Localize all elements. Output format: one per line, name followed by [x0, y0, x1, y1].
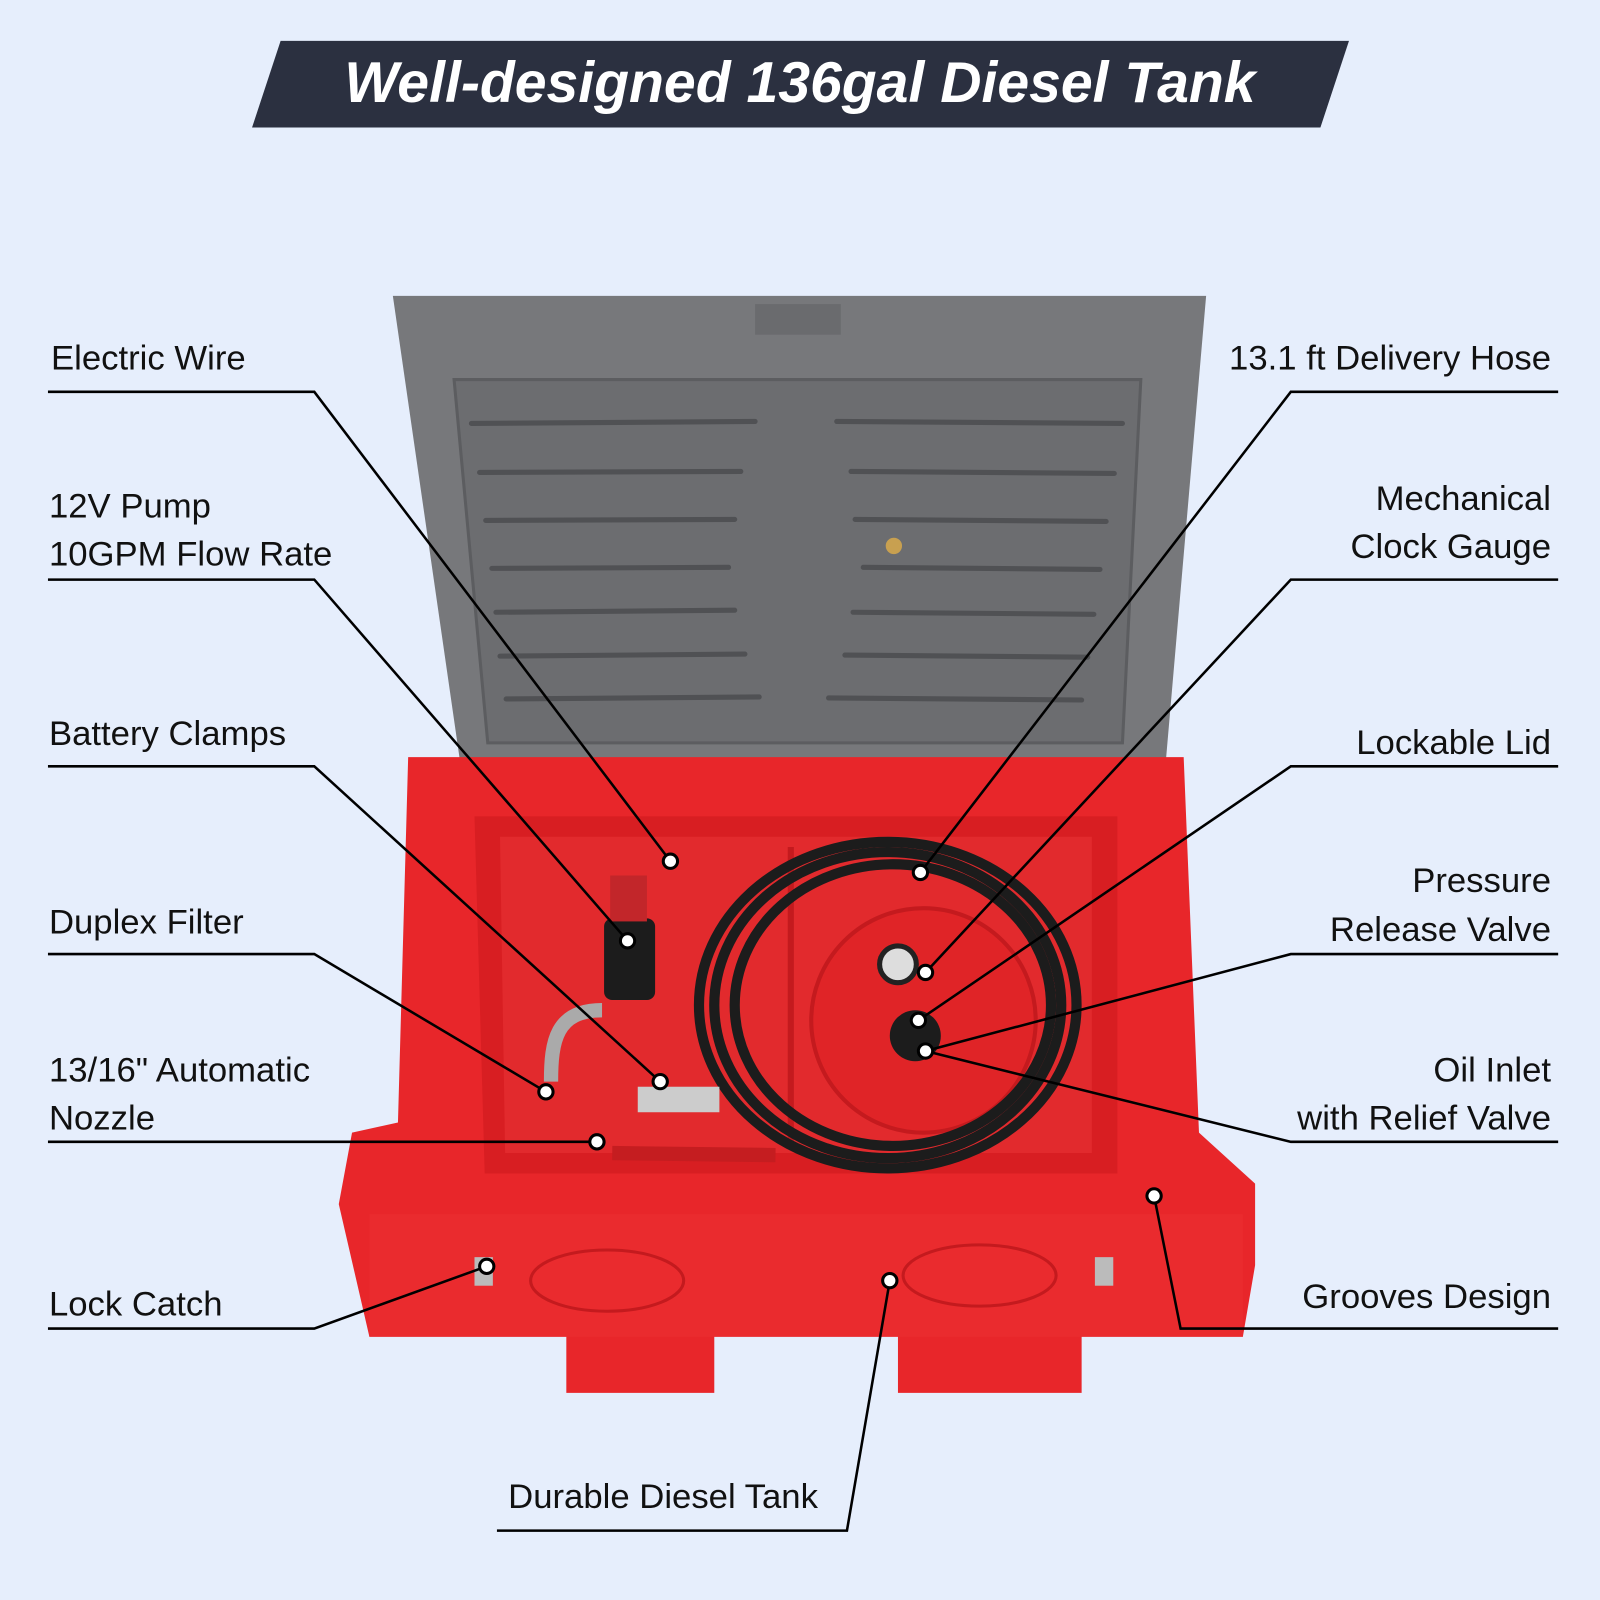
title-banner [252, 40, 1349, 128]
tank-lid [392, 295, 1207, 791]
page-title: Well-designed 136gal Diesel Tank [344, 51, 1258, 115]
label-oil-inlet: Oil Inlet [1433, 1052, 1551, 1090]
label-durable-tank: Durable Diesel Tank [508, 1478, 818, 1516]
label-pressure-valve-line2: Release Valve [1330, 911, 1551, 949]
label-lock-catch: Lock Catch [49, 1285, 223, 1323]
callout-lines [47, 390, 1559, 1532]
hose-coil [612, 836, 1082, 1174]
label-clock-gauge-line2: Clock Gauge [1350, 528, 1551, 566]
label-nozzle-line2: Nozzle [49, 1100, 155, 1138]
label-nozzle: 13/16" Automatic [49, 1052, 310, 1090]
label-12v-pump: 12V Pump [49, 487, 211, 525]
tank-body [338, 757, 1256, 1393]
label-lockable-lid: Lockable Lid [1356, 724, 1551, 762]
label-clock-gauge: Mechanical [1376, 480, 1551, 518]
label-oil-inlet-line2: with Relief Valve [1296, 1100, 1551, 1138]
label-grooves-design: Grooves Design [1302, 1278, 1551, 1316]
label-battery-clamps: Battery Clamps [49, 715, 286, 753]
label-electric-wire: Electric Wire [51, 339, 246, 377]
label-duplex-filter: Duplex Filter [49, 904, 244, 942]
label-pressure-valve: Pressure [1412, 862, 1551, 900]
label-12v-pump-line2: 10GPM Flow Rate [49, 535, 332, 573]
label-delivery-hose: 13.1 ft Delivery Hose [1229, 339, 1551, 377]
